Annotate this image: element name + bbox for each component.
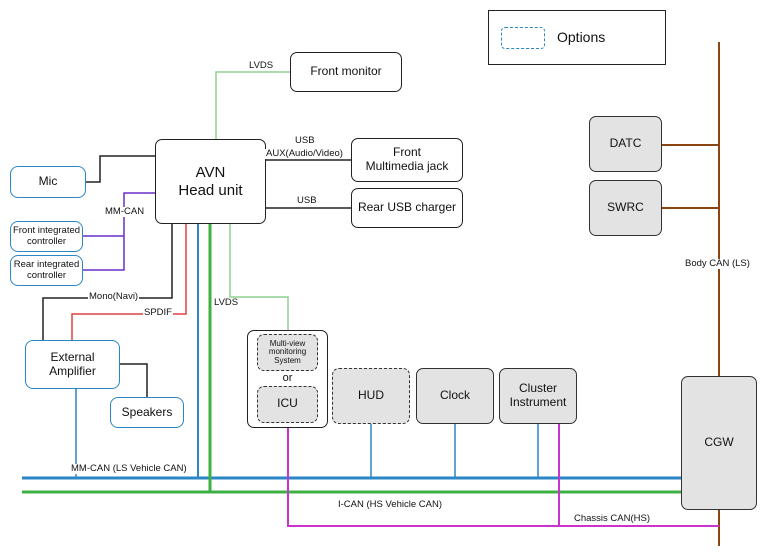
external-amplifier: External Amplifier	[25, 340, 120, 389]
swrc-label: SWRC	[607, 200, 644, 215]
front-ic-label-1: Front integrated	[12, 224, 81, 236]
clock-label: Clock	[439, 388, 470, 403]
speaker-link	[120, 363, 148, 397]
legend-dashed-swatch	[501, 26, 545, 49]
mic-link	[86, 155, 155, 183]
mm-can-controllers-label: MM-CAN	[104, 206, 146, 217]
front-multimedia-jack: Front Multimedia jack	[351, 138, 463, 182]
mic: Mic	[10, 166, 86, 198]
rear-ic-label-2: controller	[26, 269, 67, 281]
lvds-front-monitor	[215, 71, 290, 139]
clock: Clock	[416, 368, 494, 424]
mvm-label-1: Multi-view	[269, 338, 306, 348]
chassis-can-bus	[287, 428, 719, 527]
lvds-bottom-label: LVDS	[213, 297, 240, 308]
lvds-icu	[229, 224, 289, 330]
legend-label: Options	[557, 29, 606, 46]
cluster-instrument: Cluster Instrument	[499, 368, 577, 424]
front-mm-label-1: Front	[392, 145, 421, 160]
cgw: CGW	[681, 376, 757, 510]
usb-rear-label: USB	[296, 195, 318, 206]
icu-label: ICU	[277, 396, 298, 411]
rear-usb-charger: Rear USB charger	[351, 188, 463, 228]
avn-title: AVN	[195, 164, 226, 182]
spdif-label: SPDIF	[143, 307, 173, 318]
avn-subtitle: Head unit	[178, 181, 243, 199]
front-mm-label-2: Multimedia jack	[365, 159, 449, 173]
chassis-can-label: Chassis CAN(HS)	[573, 513, 652, 524]
rear-usb-label: Rear USB charger	[357, 200, 457, 215]
ext-amp-label-1: External	[50, 349, 95, 364]
cgw-label: CGW	[704, 435, 734, 450]
mm-can-controllers-link	[83, 192, 155, 271]
datc: DATC	[589, 116, 662, 172]
mono-navi-label: Mono(Navi)	[88, 291, 140, 302]
hud-label: HUD	[358, 388, 384, 403]
mvm-icu-group: Multi-view monitoring System or ICU	[247, 330, 328, 428]
icu: ICU	[257, 385, 318, 423]
hud: HUD	[332, 368, 410, 424]
or-label: or	[282, 372, 293, 384]
multi-view-monitoring-system: Multi-view monitoring System	[257, 334, 318, 371]
mm-can-bus-label: MM-CAN (LS Vehicle CAN)	[70, 463, 188, 474]
mic-label: Mic	[38, 174, 58, 189]
lvds-top-label: LVDS	[248, 60, 275, 71]
ext-amp-label-2: Amplifier	[49, 363, 96, 378]
body-can-label: Body CAN (LS)	[684, 258, 751, 269]
rear-integrated-controller: Rear integrated controller	[10, 255, 83, 286]
avn-head-unit: AVN Head unit	[155, 139, 266, 224]
aux-label: AUX(Audio/Video)	[265, 148, 344, 159]
i-can-bus-label: I-CAN (HS Vehicle CAN)	[337, 499, 443, 510]
front-monitor-label: Front monitor	[310, 64, 382, 79]
swrc: SWRC	[589, 180, 662, 236]
datc-label: DATC	[609, 136, 642, 151]
front-ic-label-2: controller	[26, 235, 67, 247]
front-monitor: Front monitor	[290, 52, 402, 92]
spdif-link	[71, 224, 187, 340]
mvm-label-2: monitoring	[268, 347, 307, 357]
rear-ic-label-1: Rear integrated	[13, 258, 80, 270]
legend: Options	[488, 10, 666, 65]
front-integrated-controller: Front integrated controller	[10, 221, 83, 252]
speakers-label: Speakers	[121, 404, 173, 419]
mvm-label-3: System	[274, 355, 301, 365]
cluster-label-2: Instrument	[509, 395, 567, 409]
cluster-label-1: Cluster	[518, 381, 557, 396]
usb-front-label: USB	[294, 135, 316, 146]
speakers: Speakers	[110, 397, 184, 428]
